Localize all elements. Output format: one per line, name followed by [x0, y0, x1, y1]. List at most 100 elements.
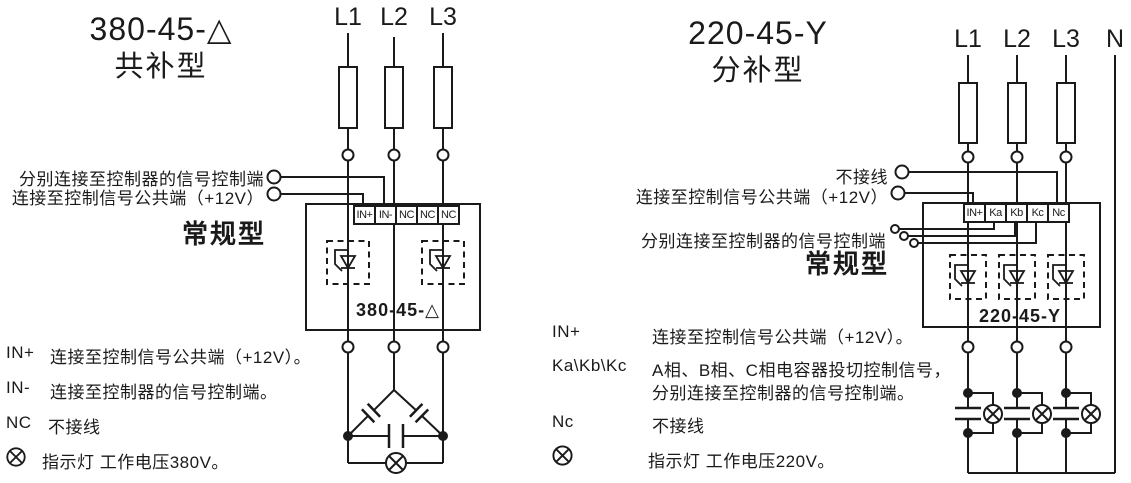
callout-terminal-icon — [266, 186, 282, 202]
junction-dot — [1061, 428, 1071, 438]
callout-terminal-icon — [894, 164, 910, 180]
right-title: 220-45-Y 分补型 — [648, 13, 868, 90]
delta-right-wire — [393, 389, 444, 437]
fuse-icon — [1056, 82, 1076, 144]
wire-terminal-icon — [436, 148, 450, 162]
scr-icon — [954, 264, 977, 287]
callout-wire-nc — [908, 171, 1058, 204]
scr-icon — [1003, 264, 1026, 287]
legend-term-nc: Nc — [552, 412, 574, 431]
terminal-kc: Kc — [1026, 203, 1049, 223]
junction-dot — [963, 388, 973, 398]
indicator-lamp-icon — [983, 404, 1003, 424]
callout-terminal-icon — [890, 185, 906, 201]
indicator-lamp-icon — [1081, 404, 1101, 424]
legend-desc: 连接至控制信号公共端（+12V）。 — [652, 328, 914, 347]
legend-desc: 不接线 — [48, 418, 101, 437]
left-circuit — [266, 33, 481, 474]
right-phase-label-l2: L2 — [1003, 25, 1031, 53]
right-terminal-block: IN+ Ka Kb Kc Nc — [963, 203, 1070, 223]
scr-icon — [429, 249, 452, 272]
fuse-icon — [338, 66, 358, 129]
device-box — [305, 203, 481, 331]
capacitor-icon — [360, 402, 382, 424]
left-title-model: 380-45-△ — [89, 11, 233, 47]
junction-dot — [1012, 388, 1022, 398]
scr-module-box — [949, 254, 987, 300]
left-callout-signal: 分别连接至控制器的信号控制端 — [19, 170, 264, 189]
left-device-label: 380-45-△ — [356, 300, 440, 320]
legend-desc: 指示灯 工作电压380V。 — [42, 453, 229, 472]
right-callout-signal: 分别连接至控制器的信号控制端 — [641, 232, 886, 251]
left-terminal-block: IN+ IN- NC NC NC — [353, 205, 460, 225]
indicator-lamp-icon — [552, 445, 573, 466]
fuse-icon — [384, 66, 404, 129]
terminal-nc: NC — [416, 205, 439, 225]
left-regular-type-label: 常规型 — [181, 219, 266, 249]
scr-module-box — [1047, 254, 1085, 300]
callout-wire-signal — [280, 176, 385, 205]
wire-terminal-icon — [1059, 340, 1073, 354]
callout-wire-common — [280, 193, 364, 206]
junction-dot — [343, 431, 353, 441]
right-callout-common: 连接至控制信号公共端（+12V） — [635, 188, 888, 207]
junction-dot — [963, 428, 973, 438]
right-regular-type-label: 常规型 — [804, 249, 889, 279]
callout-terminal-icon — [909, 238, 919, 248]
legend-term-in-plus: IN+ — [552, 322, 581, 341]
terminal-nc: Nc — [1047, 203, 1070, 223]
right-callout-nc: 不接线 — [835, 168, 888, 187]
scr-icon — [334, 249, 357, 272]
junction-dot — [1061, 388, 1071, 398]
callout-wire-common — [904, 192, 974, 204]
legend-desc: A相、B相、C相电容器投切控制信号， — [652, 361, 951, 380]
terminal-in-plus: IN+ — [963, 203, 986, 223]
left-phase-label-l2: L2 — [380, 3, 408, 31]
callout-wire-kb — [908, 223, 1016, 237]
callout-wire-ka — [899, 223, 995, 230]
wire-terminal-icon — [341, 148, 355, 162]
legend-term-ka-kb-kc: Ka\Kb\Kc — [552, 356, 627, 375]
left-title: 380-45-△ 共补型 — [51, 9, 271, 86]
capacitor-icon — [955, 406, 981, 421]
scr-icon — [1052, 264, 1075, 287]
right-circuit — [890, 55, 1116, 474]
right-device-label: 220-45-Y — [978, 306, 1062, 326]
capacitor-icon — [387, 424, 405, 448]
wire-terminal-icon — [436, 340, 450, 354]
capacitor-icon — [1004, 406, 1030, 421]
callout-terminal-icon — [899, 231, 909, 241]
right-phase-label-n: N — [1105, 25, 1125, 53]
wire-terminal-icon — [961, 340, 975, 354]
left-phase-label-l3: L3 — [429, 3, 457, 31]
legend-term-in-minus: IN- — [6, 378, 31, 397]
left-callout-common: 连接至控制信号公共端（+12V） — [11, 189, 264, 208]
scr-module-box — [998, 254, 1036, 300]
wire-terminal-icon — [387, 340, 401, 354]
indicator-lamp-icon — [1032, 404, 1052, 424]
wire-terminal-icon — [387, 148, 401, 162]
wire-terminal-icon — [341, 340, 355, 354]
legend-desc: 连接至控制器的信号控制端。 — [50, 383, 278, 402]
fuse-icon — [1007, 82, 1027, 144]
right-title-type: 分补型 — [711, 55, 805, 87]
wire-terminal-icon — [1010, 150, 1024, 164]
wire-terminal-icon — [961, 150, 975, 164]
terminal-in-minus: IN- — [374, 205, 397, 225]
right-phase-label-l1: L1 — [954, 25, 982, 53]
callout-terminal-icon — [266, 169, 282, 185]
indicator-lamp-icon — [6, 447, 26, 467]
wire-terminal-icon — [1010, 340, 1024, 354]
delta-left-wire — [347, 389, 395, 437]
legend-term-in-plus: IN+ — [6, 343, 35, 362]
legend-desc: 连接至控制信号公共端（+12V）。 — [50, 348, 312, 367]
legend-desc: 指示灯 工作电压220V。 — [648, 452, 835, 471]
terminal-kb: Kb — [1005, 203, 1028, 223]
legend-desc: 分别连接至控制器的信号控制端。 — [652, 384, 915, 403]
fuse-icon — [958, 82, 978, 144]
terminal-nc: NC — [395, 205, 418, 225]
scr-module-box — [421, 240, 465, 285]
callout-wire-kc — [918, 223, 1037, 244]
